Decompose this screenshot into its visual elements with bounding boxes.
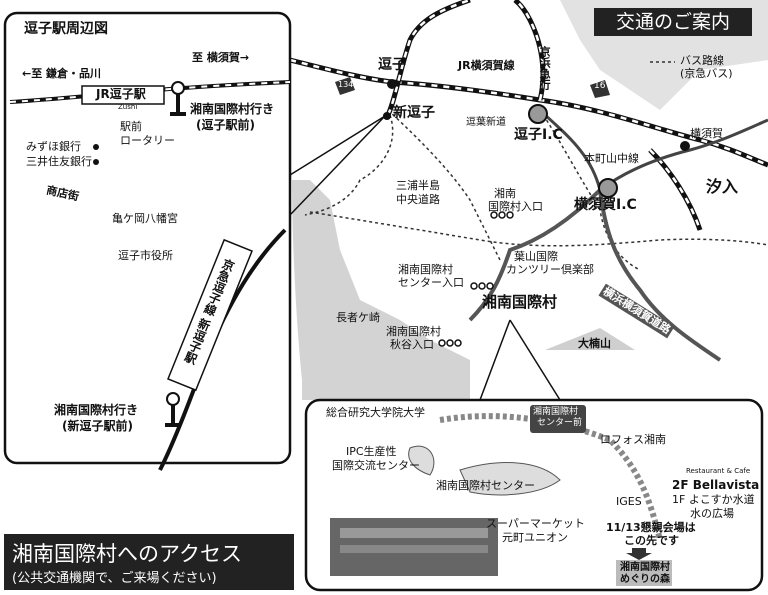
ipc-line2: 国際交流センター (332, 459, 420, 472)
route-134-label: 134 (338, 80, 354, 89)
mizuho-dot (93, 144, 99, 150)
bus-stop-zushi-line2: (逗子駅前) (196, 118, 255, 132)
center-mae-box (530, 405, 586, 433)
bus-stop-icon-shinzushi (165, 392, 181, 427)
restaurant-label: Restaurant & Cafe (686, 467, 751, 475)
shin-zushi-station-box (167, 238, 253, 392)
jr-yokosuka-line-label: JR横須賀線 (458, 59, 515, 72)
meeting-line1: 11/13懇親会場は (606, 521, 696, 534)
detail-building-ipc (408, 445, 435, 476)
main-road (468, 188, 602, 322)
bus-stop-dots-akiya (438, 339, 462, 347)
water-plaza-line1: 1F よこすか水道 (672, 493, 755, 506)
zushi-inset-frame (3, 11, 292, 465)
center-label: 湘南国際村センター (436, 479, 535, 492)
center-entrance-line2: センター入口 (398, 276, 464, 289)
bank-smbc: 三井住友銀行 (26, 155, 92, 168)
forest-box (616, 560, 672, 586)
shin-zushi-label: 新逗子 (393, 105, 435, 121)
akiya-entrance-line2: 秋谷入口 (390, 338, 434, 351)
route-16-shield (590, 80, 610, 98)
bus-route-1 (304, 114, 394, 216)
zushi-inset-title: 逗子駅周辺図 (24, 21, 108, 37)
shonan-entrance-line2: 国際村入口 (488, 200, 543, 213)
city-office-label: 逗子市役所 (118, 249, 173, 262)
zushi-station-dot (387, 79, 397, 89)
sea-area (292, 180, 470, 400)
yokosuka-label: 横須賀 (690, 127, 723, 140)
lofos-label: ロフォス湘南 (600, 433, 666, 446)
jr-zushi-station-box (81, 85, 165, 105)
bus-legend-line2: (京急バス) (680, 67, 733, 80)
shrine-label: 亀ケ岡八幡宮 (112, 212, 178, 225)
detail-pointer (479, 319, 511, 401)
forest-line1: 湘南国際村 (620, 562, 670, 573)
access-banner: 湘南国際村へのアクセス (公共交通機関で、ご来場ください) (4, 534, 294, 590)
meeting-line2: この先です (624, 534, 679, 547)
zushi-ic-label: 逗子I.C (514, 127, 563, 143)
zushi-roman-label: Zushi (118, 103, 138, 111)
forest-line2: めぐりの森 (620, 574, 670, 585)
shioiri-label: 汐入 (706, 177, 739, 196)
access-subtitle: (公共交通機関で、ご来場ください) (12, 571, 217, 586)
sokendai-label: 総合研究大学院大学 (326, 406, 425, 419)
inset-pointer-a (289, 115, 386, 176)
supermarket-line2: 元町ユニオン (502, 531, 568, 544)
road-honcho (538, 108, 602, 191)
zushi-label: 逗子 (378, 57, 406, 73)
shonan-village-label: 湘南国際村 (482, 293, 558, 311)
miura-road-line2: 中央道路 (396, 193, 440, 206)
shin-zushi-dot (383, 112, 391, 120)
page-title: 交通のご案内 (594, 8, 752, 36)
direction-kamakura: ←至 鎌倉・品川 (22, 67, 102, 80)
bank-mizuho: みずほ銀行 (26, 140, 81, 153)
center-entrance-line1: 湘南国際村 (398, 263, 453, 276)
yokosuka-ic-label: 横須賀I.C (574, 197, 637, 213)
iges-label: IGES (616, 495, 642, 508)
route-134-shield (335, 77, 355, 95)
ogusuyama-shape (545, 328, 635, 350)
bus-stop-dots-center (470, 282, 494, 290)
keihin-kyuko-label: 京浜急行 (538, 46, 552, 90)
center-mae-line1: 湘南国際村 (533, 407, 579, 417)
miura-road-line1: 三浦半島 (396, 179, 440, 192)
hayama-cc-line1: 葉山国際 (514, 250, 558, 263)
center-mae-line2: センター前 (537, 418, 583, 428)
ipc-line1: IPC生産性 (346, 445, 397, 458)
rotary-line2: ロータリー (120, 134, 175, 147)
road-to-yokosuka (599, 118, 768, 192)
rotary-line1: 駅前 (120, 120, 142, 133)
route-16-label: 16 (594, 81, 606, 91)
yokosuka-station-dot (680, 141, 690, 151)
bus-route-4 (539, 109, 641, 271)
honcho-line-label: 本町山中線 (584, 152, 639, 165)
forest-arrow (626, 548, 652, 560)
bus-legend-line1: バス路線 (680, 54, 724, 67)
bus-stop-zushi-line1: 湘南国際村行き (190, 102, 275, 116)
detail-building-center (459, 462, 561, 496)
detail-road (439, 413, 663, 541)
smbc-dot (93, 159, 99, 165)
zushi-ic-marker (528, 104, 548, 124)
water-plaza-line2: 水の広場 (690, 507, 734, 520)
shonan-entrance-line1: 湘南 (494, 187, 516, 200)
access-title: 湘南国際村へのアクセス (12, 542, 242, 566)
akiya-entrance-line1: 湘南国際村 (386, 325, 441, 338)
ogusuyama-label: 大楠山 (578, 337, 611, 350)
jr-zushi-station-label: JR逗子駅 (96, 87, 146, 101)
bus-stop-shinzushi-line2: (新逗子駅前) (62, 419, 133, 433)
bus-stop-icon-zushi (170, 81, 186, 116)
yokosuka-ic-marker (598, 178, 618, 198)
direction-yokosuka: 至 横須賀→ (192, 51, 250, 64)
zushi-shinjuku-label: 逗葉新道 (466, 117, 506, 128)
bellavista-label: 2F Bellavista (672, 478, 760, 492)
inset-pointer-b (289, 115, 386, 216)
bus-stop-dots-entrance (490, 211, 514, 219)
bus-stop-shinzushi-line1: 湘南国際村行き (54, 403, 139, 417)
hayama-cc-line2: カンツリー倶楽部 (506, 263, 594, 276)
supermarket-line1: スーパーマーケット (486, 517, 585, 530)
nagaigasaki-label: 長者ケ崎 (336, 311, 380, 324)
yokohama-yokosuka-road (598, 189, 722, 362)
